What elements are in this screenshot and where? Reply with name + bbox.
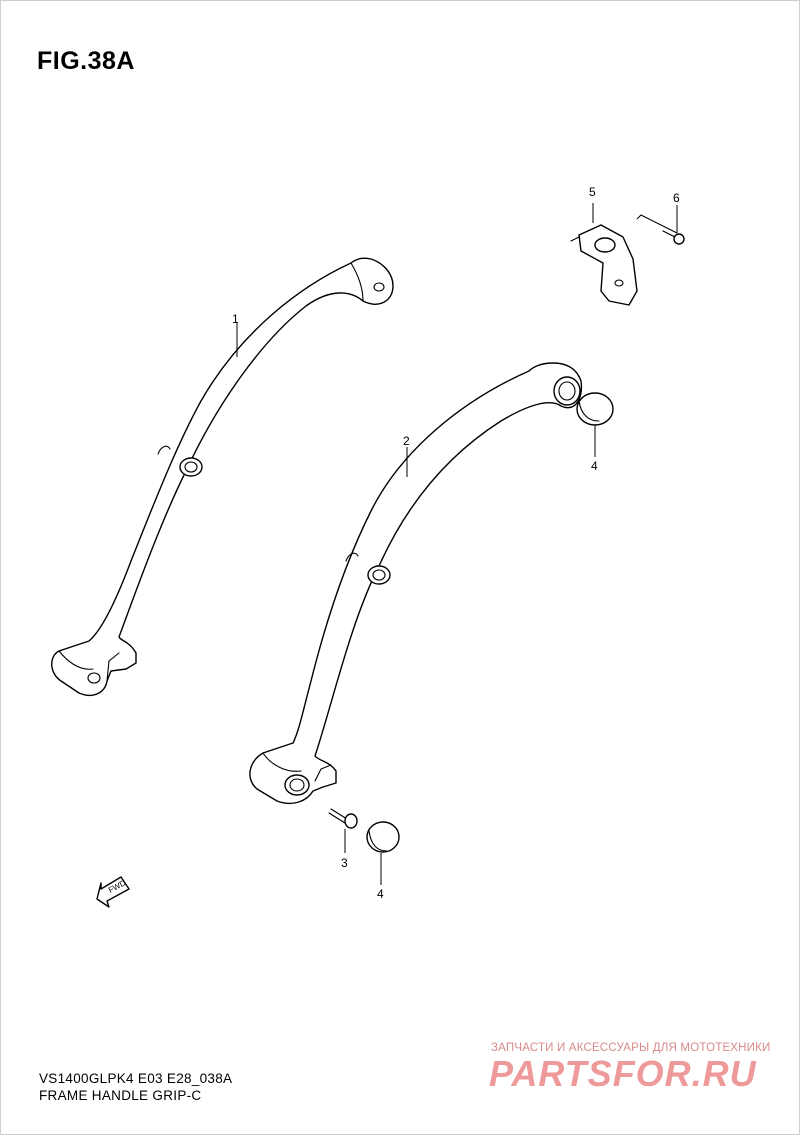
callout-3: 3: [341, 856, 348, 870]
figure-title: FIG.38A: [37, 47, 135, 75]
watermark-brand[interactable]: PARTSFOR.RU: [489, 1053, 757, 1094]
diagram-name: FRAME HANDLE GRIP-C: [39, 1088, 202, 1103]
callout-2: 2: [403, 434, 410, 448]
part-6-screw[interactable]: [636, 205, 685, 245]
callout-6: 6: [673, 191, 680, 205]
watermark-tagline: ЗАПЧАСТИ И АКСЕССУАРЫ ДЛЯ МОТОТЕХНИКИ: [491, 1042, 771, 1054]
part-4-cap-lower[interactable]: [366, 821, 400, 885]
callout-4-lower: 4: [377, 887, 384, 901]
fwd-arrow-icon: [96, 876, 130, 908]
model-code: VS1400GLPK4 E03 E28_038A: [39, 1071, 233, 1086]
part-2-handle-grip-right[interactable]: [249, 362, 583, 805]
part-5-bracket[interactable]: [570, 203, 638, 306]
callout-4-upper: 4: [591, 459, 598, 473]
part-1-handle-grip-left[interactable]: [51, 257, 394, 697]
part-4-cap-upper[interactable]: [576, 392, 614, 457]
callout-5: 5: [589, 185, 596, 199]
part-3-bolt[interactable]: [328, 808, 358, 853]
callout-1: 1: [232, 312, 239, 326]
